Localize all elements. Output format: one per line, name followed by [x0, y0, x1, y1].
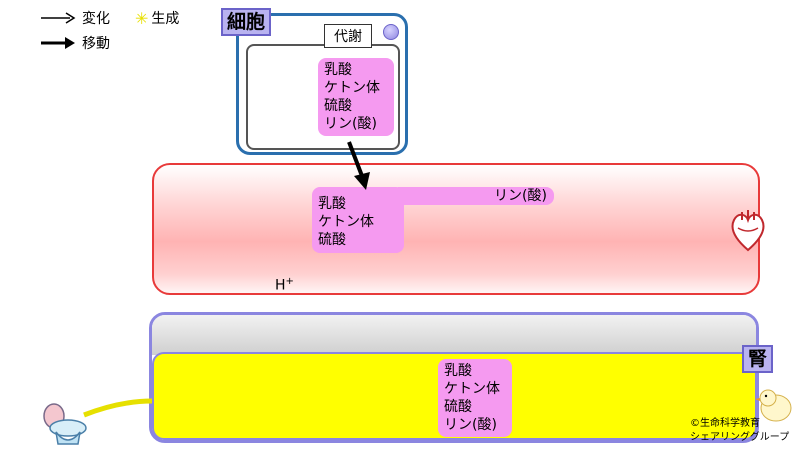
legend-change-label: 変化	[82, 11, 110, 27]
organelle-dot-icon	[383, 24, 399, 40]
hydrogen-symbol: H	[275, 277, 286, 294]
urine-flow-icon	[83, 398, 153, 418]
legend-change: 変化	[40, 8, 110, 28]
legend-generate: ✳ 生成	[135, 8, 179, 28]
cell-substance: ケトン体	[324, 80, 380, 96]
heart-icon	[731, 210, 765, 252]
hydrogen-ion-label: H+	[275, 276, 294, 294]
blood-vessel	[152, 163, 760, 295]
cell-tag: 細胞	[221, 8, 272, 36]
phosphate-band: リン(酸)	[398, 187, 554, 205]
blood-substance: 硫酸	[318, 232, 346, 248]
kidney-substance: ケトン体	[444, 381, 500, 397]
legend-generate-label: 生成	[151, 11, 180, 27]
legend-move-label: 移動	[82, 36, 110, 52]
copyright-line2: シェアリンググループ	[690, 432, 790, 443]
kidney-tubule-band	[152, 315, 756, 355]
toilet-icon	[43, 403, 87, 445]
cell-substance: リン(酸)	[324, 116, 377, 132]
metabolism-label: 代謝	[324, 24, 372, 48]
blood-substance: ケトン体	[318, 214, 374, 230]
kidney-substance: 乳酸	[444, 363, 472, 379]
kidney-tag: 腎	[742, 345, 774, 373]
mascot-chick-icon	[755, 389, 792, 422]
cell-substance: 乳酸	[324, 62, 352, 78]
legend-move: 移動	[40, 33, 110, 53]
copyright-line1: ©生命科学教育	[690, 418, 760, 429]
change-arrow-icon	[41, 12, 76, 24]
blood-phosphate-label: リン(酸)	[494, 188, 547, 204]
blood-substance: 乳酸	[318, 196, 346, 212]
move-arrow-icon	[41, 37, 75, 49]
cell-substances: 乳酸 ケトン体 硫酸 リン(酸)	[318, 58, 394, 136]
kidney-substances: 乳酸 ケトン体 硫酸 リン(酸)	[438, 359, 512, 437]
sparkle-icon: ✳	[135, 8, 149, 28]
kidney-substance: リン(酸)	[444, 417, 497, 433]
blood-substances: 乳酸 ケトン体 硫酸	[312, 187, 404, 253]
kidney-substance: 硫酸	[444, 399, 472, 415]
cell-substance: 硫酸	[324, 98, 352, 114]
move-arrow-icon	[347, 141, 370, 190]
hydrogen-charge: +	[285, 276, 294, 287]
